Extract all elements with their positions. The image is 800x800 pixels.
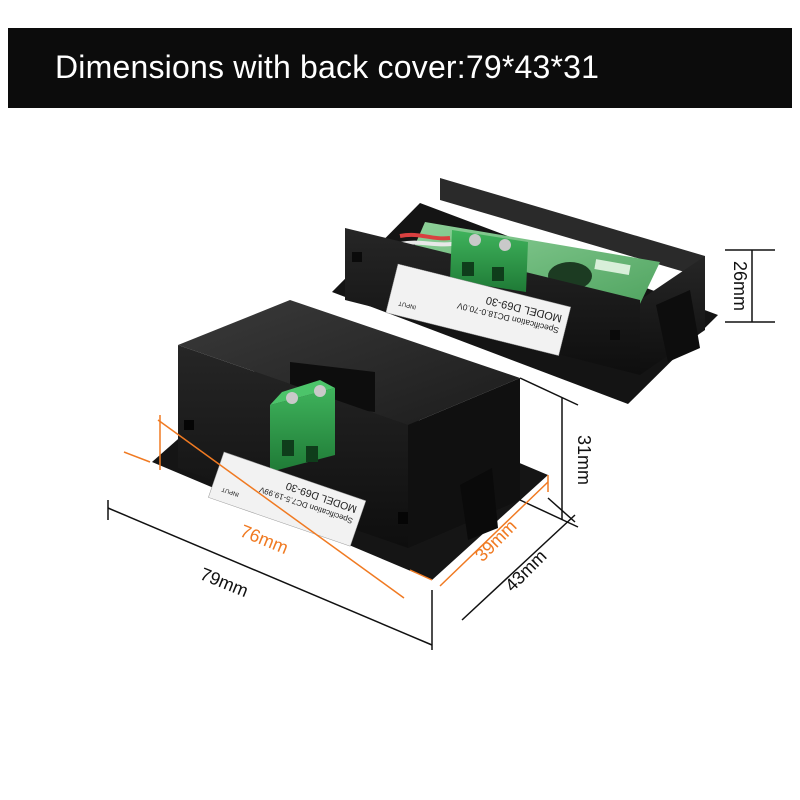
front-device-input: INPUT <box>221 485 240 497</box>
front-device-vent <box>398 512 408 524</box>
dim-26mm: 26mm <box>725 249 775 323</box>
back-device-terminal-hole <box>462 262 474 276</box>
back-device-vent <box>610 330 620 340</box>
back-device-wire <box>399 232 451 241</box>
front-device-vent <box>184 420 194 430</box>
back-device-rear-wall <box>440 178 705 278</box>
front-device-terminal-screw <box>314 385 326 397</box>
front-device-latch <box>460 468 498 540</box>
back-device-terminal-hole <box>492 267 504 281</box>
back-device-input: INPUT <box>398 299 417 309</box>
back-device-terminal-screw <box>499 239 511 251</box>
back-device-latch <box>656 290 700 362</box>
dim-26mm-label: 26mm <box>730 261 750 311</box>
back-device-terminal-screw <box>469 234 481 246</box>
front-device-label <box>208 451 367 547</box>
front-device: MODEL D69-30 Specification DC7.5-19.99V … <box>152 300 548 580</box>
back-device-label <box>385 263 572 356</box>
front-device-terminal-screw <box>286 392 298 404</box>
dim-43mm-label: 43mm <box>501 546 551 596</box>
banner-background <box>8 28 792 108</box>
front-device-terminal-hole <box>282 440 294 456</box>
back-device-pcb-part <box>594 259 631 276</box>
back-device-vent <box>352 252 362 262</box>
front-device-top <box>178 300 520 425</box>
dim-31mm-label: 31mm <box>574 435 594 485</box>
title-banner: Dimensions with back cover:79*43*31 <box>0 28 800 108</box>
front-device-terminal-hole <box>306 446 318 462</box>
back-device: MODEL D69-30 Specification DC18.0-70.0V … <box>332 178 718 404</box>
dim-76mm-label: 76mm <box>237 521 291 558</box>
banner-title: Dimensions with back cover:79*43*31 <box>55 49 600 85</box>
dim-31mm: 31mm <box>519 377 594 528</box>
dim-79mm-label: 79mm <box>197 564 251 601</box>
